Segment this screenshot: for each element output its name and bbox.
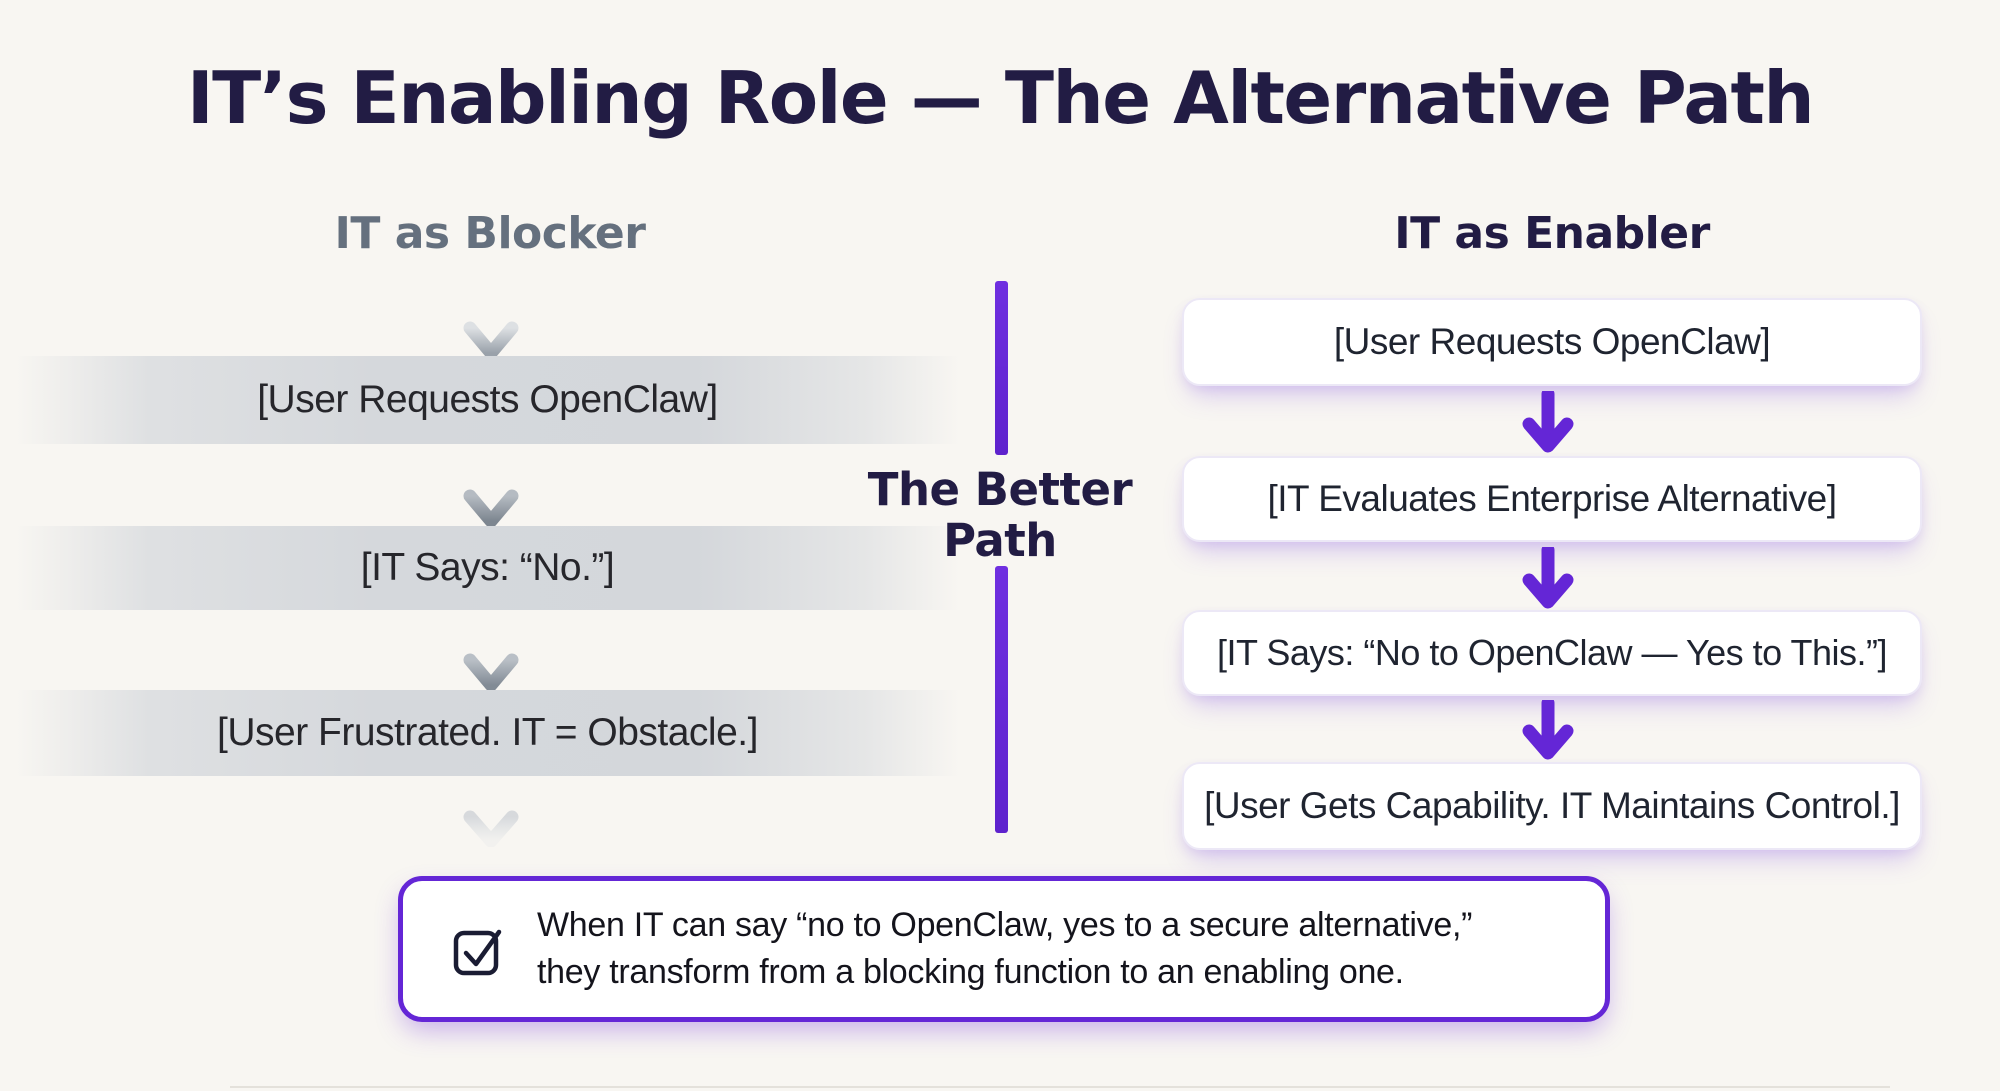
better-path-label: The Better Path (800, 464, 1200, 567)
purple-arrow-down-icon (1516, 700, 1580, 760)
purple-arrow-down-icon (1516, 391, 1580, 453)
better-path-label-line1: The Better (867, 463, 1133, 516)
arrow-down-icon (459, 448, 523, 528)
better-path-divider-top (995, 281, 1008, 455)
bottom-divider (230, 1086, 1890, 1088)
arrow-down-icon (459, 282, 523, 360)
enabler-step-card: [IT Evaluates Enterprise Alternative] (1182, 456, 1922, 542)
summary-callout: When IT can say “no to OpenClaw, yes to … (398, 876, 1610, 1022)
arrow-down-icon (459, 612, 523, 692)
summary-line1: When IT can say “no to OpenClaw, yes to … (537, 906, 1473, 945)
enabler-step-card: [IT Says: “No to OpenClaw — Yes to This.… (1182, 610, 1922, 696)
blocker-step-label: [User Requests OpenClaw] (257, 378, 718, 421)
enabler-step-label: [IT Says: “No to OpenClaw — Yes to This.… (1217, 632, 1887, 673)
enabler-step-label: [User Requests OpenClaw] (1333, 321, 1771, 362)
arrow-down-fading-icon (459, 775, 523, 847)
page-title: IT’s Enabling Role — The Alternative Pat… (186, 56, 1815, 140)
enabler-step-label: [IT Evaluates Enterprise Alternative] (1267, 478, 1837, 519)
blocker-column-header: IT as Blocker (334, 208, 646, 259)
blocker-step-bar: [User Frustrated. IT = Obstacle.] (15, 690, 960, 776)
blocker-step-bar: [User Requests OpenClaw] (15, 356, 960, 444)
better-path-label-line2: Path (943, 514, 1057, 568)
better-path-divider-bottom (995, 566, 1008, 833)
blocker-step-label: [User Frustrated. IT = Obstacle.] (217, 711, 758, 754)
summary-line2: they transform from a blocking function … (537, 953, 1404, 991)
enabler-step-label: [User Gets Capability. IT Maintains Cont… (1204, 785, 1900, 826)
enabler-column-header: IT as Enabler (1394, 208, 1710, 259)
blocker-step-label: [IT Says: “No.”] (360, 546, 615, 589)
enabler-step-card: [User Requests OpenClaw] (1182, 298, 1922, 386)
checkbox-check-icon (449, 920, 507, 978)
blocker-step-bar: [IT Says: “No.”] (15, 526, 960, 610)
purple-arrow-down-icon (1516, 547, 1580, 609)
summary-callout-text: When IT can say “no to OpenClaw, yes to … (537, 902, 1472, 996)
enabler-step-card: [User Gets Capability. IT Maintains Cont… (1182, 762, 1922, 850)
